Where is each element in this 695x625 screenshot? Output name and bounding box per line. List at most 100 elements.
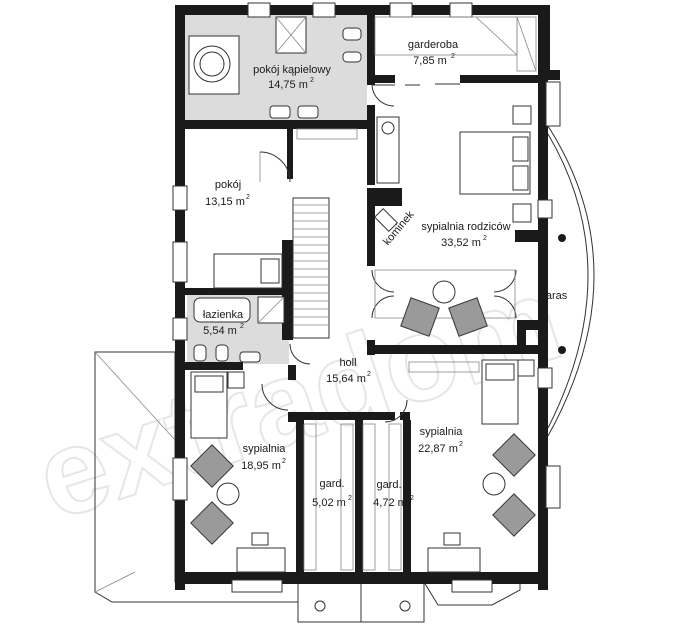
svg-text:15,64 m: 15,64 m <box>326 373 366 385</box>
coffee-table <box>432 280 456 304</box>
toilet-small <box>193 344 207 362</box>
armchair <box>492 493 536 537</box>
wall-interior <box>175 288 290 295</box>
sink <box>297 105 319 119</box>
wall-interior <box>288 412 296 422</box>
wall-closet <box>296 420 304 572</box>
wall-interior <box>175 362 243 370</box>
door-swing <box>493 295 517 319</box>
desk-shelf <box>296 128 358 140</box>
closet-rail <box>388 423 402 571</box>
wall-interior <box>367 105 375 185</box>
desk-chair <box>443 532 461 546</box>
wall-interior <box>295 412 395 420</box>
svg-text:2: 2 <box>451 53 455 60</box>
svg-text:2: 2 <box>240 323 244 330</box>
terrace-arc <box>547 125 595 437</box>
room-label-terrace: taras <box>543 290 568 302</box>
wall-closet <box>355 420 363 572</box>
svg-text:2: 2 <box>310 77 314 84</box>
closet-rail <box>340 423 354 571</box>
svg-text:sypialnia: sypialnia <box>420 426 464 438</box>
window <box>172 185 188 211</box>
wall-interior <box>288 365 296 380</box>
door-swing <box>289 343 311 365</box>
svg-text:2: 2 <box>459 441 463 448</box>
room-label-bedroom-left: sypialnia 18,95 m 2 <box>241 443 286 472</box>
svg-text:sypialnia rodziców: sypialnia rodziców <box>421 221 510 233</box>
door-swing <box>371 84 395 107</box>
wardrobe-shelf <box>516 16 537 72</box>
room-label-small-bathroom: łazienka 5,54 m 2 <box>203 309 244 337</box>
shower <box>275 16 307 54</box>
sink <box>269 105 291 119</box>
window <box>231 579 283 593</box>
svg-text:4,72 m: 4,72 m <box>373 497 407 509</box>
window <box>537 199 553 219</box>
svg-text:gard.: gard. <box>319 478 344 490</box>
terrace-arc-inner <box>547 133 589 429</box>
side-table <box>482 472 506 496</box>
svg-text:5,54 m: 5,54 m <box>203 325 237 337</box>
porch-post <box>314 600 326 612</box>
wall-west <box>175 5 185 590</box>
door-swing <box>493 269 517 293</box>
fireplace-wall <box>367 188 402 206</box>
svg-text:33,52 m: 33,52 m <box>441 237 481 249</box>
svg-text:sypialnia: sypialnia <box>243 443 287 455</box>
side-table <box>216 482 240 506</box>
wall-interior <box>400 412 410 420</box>
nightstand <box>517 359 535 377</box>
bed-single-right <box>481 359 519 425</box>
svg-text:22,87 m: 22,87 m <box>418 443 458 455</box>
sink-small <box>239 351 261 363</box>
svg-text:pokój kąpielowy: pokój kąpielowy <box>253 64 331 76</box>
nightstand <box>512 203 532 223</box>
room-label-bedroom-right: sypialnia 22,87 m 2 <box>418 426 463 455</box>
wall-interior <box>287 129 293 179</box>
door-swing <box>384 399 408 423</box>
svg-text:5,02 m: 5,02 m <box>312 497 346 509</box>
window <box>312 2 336 18</box>
window <box>172 241 188 283</box>
bathtub <box>193 297 251 323</box>
svg-text:18,95 m: 18,95 m <box>241 460 281 472</box>
room-label-closet-left: gard. 5,02 m 2 <box>312 478 352 509</box>
bidet <box>342 51 362 63</box>
room-label-wardrobe: garderoba 7,85 m 2 <box>408 39 459 67</box>
desk-chair <box>251 532 269 546</box>
wall-closet <box>403 420 411 572</box>
wall-east-top <box>538 5 550 77</box>
bed-single-left <box>190 371 228 439</box>
door-swing <box>371 295 395 319</box>
wall-interior <box>515 230 548 242</box>
svg-text:7,85 m: 7,85 m <box>413 55 447 67</box>
window <box>247 2 271 18</box>
nightstand <box>512 105 532 125</box>
staircase <box>292 197 330 339</box>
armchair <box>190 501 234 545</box>
door-swing <box>259 151 291 183</box>
desk <box>427 547 481 573</box>
window <box>545 465 561 509</box>
window <box>451 579 493 593</box>
armchair <box>492 433 536 477</box>
window <box>537 367 553 389</box>
fireplace-insert <box>373 207 399 233</box>
door-swing <box>371 269 395 293</box>
roof-line <box>94 351 176 441</box>
svg-text:13,15 m: 13,15 m <box>205 196 245 208</box>
svg-text:2: 2 <box>367 371 371 378</box>
desk <box>236 547 286 573</box>
armchair <box>190 444 234 488</box>
window <box>545 81 561 127</box>
wardrobe-hatch <box>475 16 518 56</box>
wall-interior <box>460 75 540 83</box>
door-swing <box>261 383 289 411</box>
porch-post <box>399 600 411 612</box>
svg-text:2: 2 <box>246 194 250 201</box>
shower-small <box>257 296 285 324</box>
svg-text:2: 2 <box>348 495 352 502</box>
wall-interior <box>175 120 367 129</box>
svg-text:gard.: gard. <box>376 479 401 491</box>
